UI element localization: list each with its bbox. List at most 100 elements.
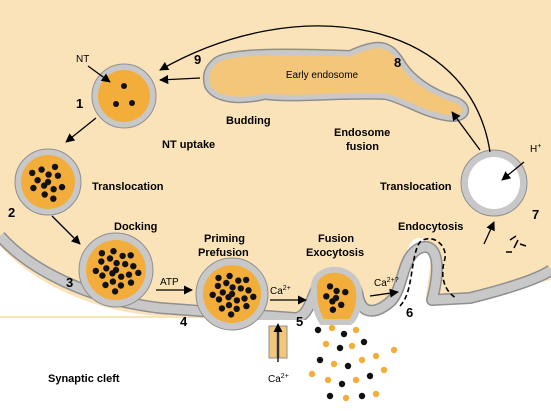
nt-dot-priming — [219, 289, 226, 296]
nt-dot-docking — [127, 252, 134, 259]
released-nt-dot — [338, 380, 346, 388]
arrow-9-to-1 — [159, 25, 491, 153]
released-nt-dot — [308, 370, 316, 378]
label-fusion-top: Fusion — [318, 233, 354, 245]
nt-dot-fusion — [329, 306, 337, 313]
label-docking: Docking — [114, 221, 157, 233]
nt-dot-docking — [99, 272, 106, 279]
nt-dot-priming — [241, 295, 248, 302]
nt-dot-priming — [235, 277, 242, 284]
step-3: 3 — [66, 275, 73, 290]
released-nt-dot — [316, 356, 324, 364]
label-exocytosis: Exocytosis — [306, 247, 364, 259]
released-nt-dot — [344, 362, 352, 370]
arrow-5-to-6 — [369, 288, 399, 298]
nt-dot-translocation — [34, 177, 41, 184]
label-h-plus: H+ — [530, 143, 541, 155]
nt-dot-translocation — [45, 171, 52, 178]
released-nt-dot — [348, 342, 356, 350]
arrow-2-to-3 — [51, 215, 81, 245]
label-ca-arrow: Ca2+ — [270, 285, 291, 297]
nt-dot-translocation — [29, 169, 36, 177]
nt-dot-docking — [122, 260, 129, 268]
released-nt-dot — [380, 366, 388, 374]
step-2: 2 — [8, 205, 15, 220]
label-translocation-right: Translocation — [380, 181, 452, 193]
vesicle-nt-uptake — [91, 63, 157, 129]
nt-dot-docking — [98, 250, 106, 257]
nt-dot-translocation — [50, 195, 57, 202]
nt-dot-docking — [112, 266, 120, 274]
nt-dot-priming — [233, 305, 240, 312]
nt-dot-docking — [103, 265, 110, 272]
nt-dot-docking — [130, 263, 137, 270]
nt-dot-priming — [227, 311, 235, 318]
nt-dot-priming — [245, 287, 252, 294]
nt-dot-translocation — [50, 186, 57, 193]
label-nt: NT — [76, 54, 89, 65]
nt-dot-docking — [127, 279, 135, 286]
nt-dot-docking — [113, 259, 120, 267]
released-nt-dot — [342, 394, 350, 402]
nt-dot-docking — [119, 252, 126, 260]
step-7: 7 — [532, 207, 539, 222]
released-nt-dot — [322, 340, 330, 348]
nt-dot-translocation — [58, 183, 66, 191]
nt-dot-docking — [106, 255, 114, 262]
arrow-6-to-7 — [483, 221, 495, 245]
vesicle-empty — [460, 149, 528, 217]
nt-dot-docking — [111, 288, 119, 295]
nt-dot-priming — [228, 290, 236, 298]
nt-dot-docking — [92, 267, 100, 275]
nt-dot-translocation — [30, 184, 37, 192]
step-6: 6 — [406, 305, 413, 320]
nt-dot-docking — [125, 271, 133, 278]
nt-dot-priming — [229, 284, 236, 291]
released-nt-dot — [390, 346, 398, 354]
nt-dot-priming — [218, 305, 226, 312]
released-nt-dot — [358, 356, 366, 364]
nt-dot-translocation — [51, 163, 59, 171]
released-nt-dot — [352, 326, 360, 334]
nt-dot-priming — [237, 285, 244, 292]
arrow-endosome-to-budding — [159, 75, 201, 85]
neurotransmitter-dots — [29, 163, 398, 402]
released-nt-dot — [358, 392, 366, 400]
calcium-channel — [268, 323, 288, 362]
nt-dot-priming — [250, 293, 257, 300]
nt-dot-fusion — [338, 301, 345, 308]
nt-dot-translocation — [54, 172, 62, 179]
clathrin-coat — [399, 237, 457, 307]
released-nt-dot — [328, 324, 336, 332]
released-nt-dot — [352, 376, 360, 384]
nt-dot-fusion — [323, 293, 330, 300]
nt-dot-fusion — [342, 288, 349, 296]
released-nt-dot — [372, 352, 380, 360]
nt-dot-docking — [109, 278, 117, 285]
nt-dot-translocation — [41, 191, 48, 198]
arrow-nt-in — [87, 65, 111, 83]
arrow-1-to-2 — [65, 117, 97, 143]
released-nt-dot — [314, 326, 322, 334]
label-fusion: fusion — [346, 141, 379, 153]
released-nt-dot — [340, 330, 348, 338]
step-8: 8 — [394, 55, 401, 70]
nt-dot-priming — [215, 296, 223, 303]
synaptic-cleft-area — [0, 246, 160, 316]
label-nt-uptake: NT uptake — [162, 139, 215, 151]
nt-dot-priming — [242, 276, 250, 284]
released-nt-dot — [324, 376, 332, 384]
label-synaptic-cleft: Synaptic cleft — [48, 373, 120, 385]
released-nt-dot — [372, 390, 380, 398]
label-ca-channel: Ca2+ — [268, 373, 289, 385]
nt-dot-fusion — [333, 287, 340, 295]
nt-dot-translocation — [44, 178, 52, 186]
label-atp: ATP — [160, 277, 179, 288]
nt-dot-docking — [118, 273, 125, 280]
released-nt-dot — [336, 344, 344, 352]
nt-dot-priming — [233, 297, 241, 304]
nt-dot-docking — [102, 281, 109, 289]
nt-dot-docking — [98, 258, 105, 265]
